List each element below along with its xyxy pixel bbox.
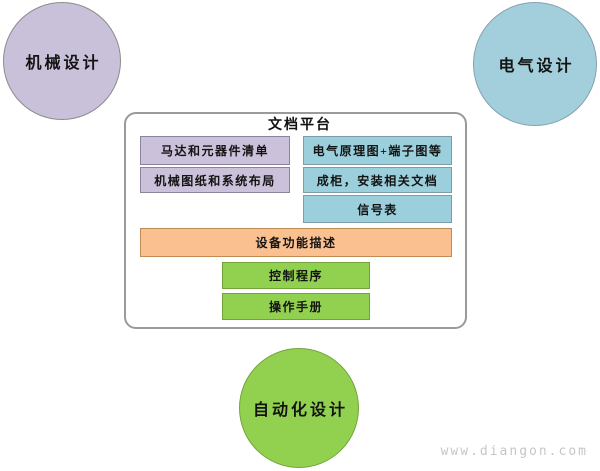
doc-box-motor-component-list-label: 马达和元器件清单	[160, 144, 269, 158]
circle-electrical-design-label: 电气设计	[498, 58, 575, 75]
doc-box-control-program: 控制程序	[222, 262, 370, 289]
circle-automation-design-label: 自动化设计	[252, 402, 348, 419]
circle-mechanical-design: 机械设计	[3, 2, 121, 120]
document-platform-title: 文档平台	[268, 118, 332, 133]
doc-box-equipment-function-description: 设备功能描述	[140, 228, 452, 257]
doc-box-motor-component-list: 马达和元器件清单	[140, 136, 290, 165]
doc-box-electrical-schematic-terminal: 电气原理图+端子图等	[303, 136, 452, 165]
doc-box-operation-manual: 操作手册	[222, 293, 370, 320]
doc-box-cabinet-installation-docs-label: 成柜，安装相关文档	[316, 173, 439, 188]
doc-box-electrical-schematic-terminal-label: 电气原理图+端子图等	[312, 144, 443, 158]
doc-box-signal-table: 信号表	[303, 195, 452, 223]
circle-mechanical-design-label: 机械设计	[25, 55, 102, 72]
doc-box-signal-table-label: 信号表	[357, 202, 398, 217]
doc-box-equipment-function-description-label: 设备功能描述	[255, 236, 337, 250]
doc-box-mechanical-drawings-layout: 机械图纸和系统布局	[140, 167, 290, 193]
circle-electrical-design: 电气设计	[473, 2, 597, 126]
doc-box-control-program-label: 控制程序	[268, 269, 323, 283]
watermark: www.diangon.com	[440, 444, 588, 459]
doc-box-mechanical-drawings-layout-label: 机械图纸和系统布局	[154, 173, 276, 188]
doc-box-cabinet-installation-docs: 成柜，安装相关文档	[303, 167, 452, 193]
circle-automation-design: 自动化设计	[239, 348, 359, 468]
doc-box-operation-manual-label: 操作手册	[268, 300, 323, 314]
